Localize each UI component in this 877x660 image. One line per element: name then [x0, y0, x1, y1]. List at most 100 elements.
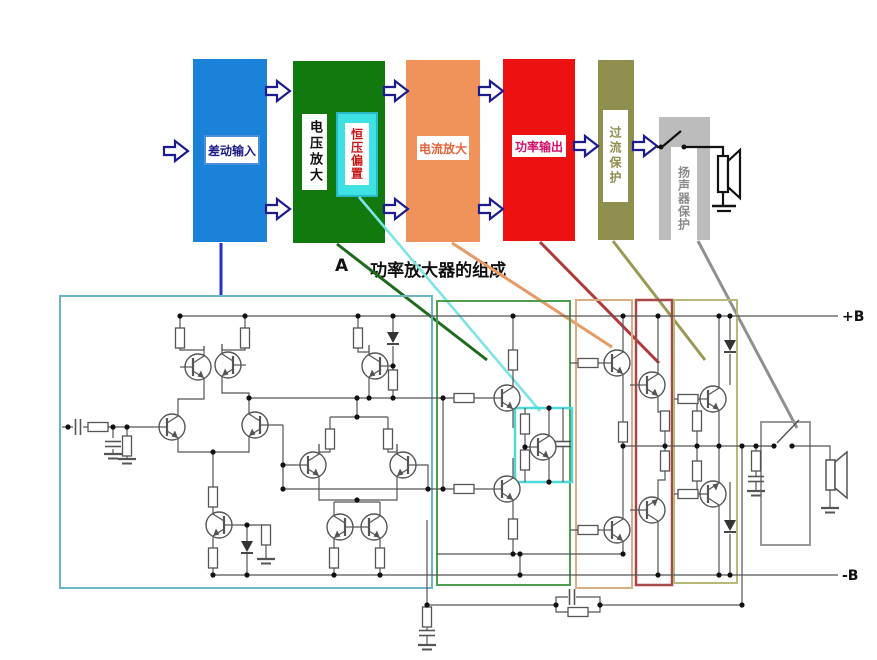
npn-transistor-icon	[213, 342, 248, 388]
capacitor-icon	[568, 588, 576, 606]
caption-text: 功率放大器的组成	[370, 261, 507, 281]
flow-arrow-icon	[631, 134, 659, 158]
resistor-icon	[453, 392, 475, 404]
wires-input-stage	[62, 316, 267, 575]
resistor-icon	[453, 483, 475, 495]
resistor-icon	[691, 460, 703, 482]
capacitor-icon	[747, 475, 765, 483]
diagram-caption: A 功率放大器的组成	[335, 256, 506, 281]
ground-icon	[116, 457, 138, 465]
block-current-amp-label: 电流放大	[417, 136, 469, 160]
resistor-icon	[750, 450, 762, 472]
block-current-amp-text: 电流放大	[418, 141, 467, 156]
npn-transistor-icon	[597, 507, 632, 553]
flow-arrow-icon	[264, 79, 292, 103]
block-power-output-label: 功率输出	[512, 135, 566, 157]
group-box-bias-circuit	[513, 406, 574, 484]
leader-overcurrent-protection	[611, 240, 707, 361]
resistor-icon	[324, 428, 336, 450]
resistor-icon	[659, 450, 671, 472]
ground-icon	[745, 489, 767, 497]
npn-transistor-icon	[325, 504, 360, 550]
positive-rail-label: +B	[842, 309, 864, 325]
capacitor-icon	[554, 440, 572, 448]
ground-icon	[255, 557, 277, 565]
resistor-icon	[567, 606, 589, 618]
resistor-icon	[87, 421, 109, 433]
resistor-icon	[352, 327, 364, 349]
npn-transistor-icon	[487, 466, 522, 512]
group-box-voltage-amp	[436, 300, 571, 586]
ground-icon	[712, 204, 736, 213]
npn-transistor-icon	[152, 404, 187, 450]
block-speaker-protection-label: 扬声器保护	[671, 147, 697, 249]
flow-arrow-icon	[264, 197, 292, 221]
npn-transistor-icon	[632, 487, 667, 533]
block-differential-input-text: 差动输入	[207, 143, 256, 158]
flow-arrow-icon	[382, 197, 410, 221]
resistor-icon	[387, 369, 399, 391]
resistor-icon	[174, 327, 186, 349]
resistor-icon	[239, 327, 251, 349]
capacitor-icon	[104, 440, 122, 448]
npn-transistor-icon	[293, 442, 328, 488]
capacitor-icon	[74, 418, 82, 436]
block-speaker-protection-text: 扬声器保护	[676, 165, 691, 231]
block-power-output: 功率输出	[503, 59, 575, 241]
npn-transistor-icon	[693, 376, 728, 422]
block-constant-voltage-bias: 恒压偏置	[336, 112, 378, 197]
leader-speaker-protection	[696, 240, 799, 429]
flow-arrow-icon	[477, 79, 505, 103]
power-rails: +B -B	[178, 309, 864, 584]
block-voltage-amp-text: 电压放大	[307, 120, 322, 184]
npn-transistor-icon	[240, 402, 275, 448]
block-speaker-protection: 扬声器保护	[659, 117, 710, 249]
group-box-power-output	[634, 298, 674, 587]
block-overcurrent-protection: 过流保护	[598, 60, 634, 240]
ground-icon	[819, 506, 841, 514]
capacitor-icon	[418, 629, 436, 637]
resistor-icon	[382, 428, 394, 450]
npn-transistor-icon	[354, 504, 389, 550]
resistor-icon	[659, 410, 671, 432]
npn-transistor-icon	[523, 424, 558, 470]
flow-arrow-icon	[382, 79, 410, 103]
schematic: +B -B	[59, 295, 864, 651]
npn-transistor-icon	[597, 340, 632, 386]
wires-output-network	[426, 446, 831, 644]
flow-arrow-icon	[162, 139, 190, 163]
wires-second-stage	[249, 316, 444, 575]
schematic-components	[74, 327, 848, 651]
group-box-differential-input	[59, 295, 433, 589]
flow-arrow-icon	[572, 134, 600, 158]
npn-transistor-icon	[204, 502, 239, 548]
resistor-icon	[328, 547, 340, 569]
resistor-icon	[677, 393, 699, 405]
block-constant-voltage-bias-text: 恒压偏置	[349, 128, 364, 180]
resistor-icon	[507, 518, 519, 540]
resistor-icon	[617, 421, 629, 443]
zener-diode-icon	[386, 331, 400, 345]
leader-power-output	[538, 240, 661, 365]
npn-transistor-icon	[693, 471, 728, 517]
resistor-icon	[577, 357, 599, 369]
resistor-icon	[519, 449, 531, 471]
block-power-output-text: 功率输出	[514, 139, 563, 154]
block-current-amp: 电流放大	[406, 60, 480, 242]
resistor-icon	[207, 486, 219, 508]
block-overcurrent-protection-label: 过流保护	[603, 110, 628, 202]
npn-transistor-icon	[487, 375, 522, 421]
wires-overcurrent	[674, 316, 731, 575]
negative-rail-label: -B	[842, 568, 858, 584]
resistor-icon	[577, 524, 599, 536]
resistor-icon	[677, 488, 699, 500]
block-differential-input-label: 差动输入	[204, 135, 260, 165]
block-overcurrent-protection-text: 过流保护	[608, 126, 622, 186]
resistor-icon	[374, 547, 386, 569]
wires-voltage-amp	[437, 316, 625, 575]
caption-index: A	[335, 256, 349, 276]
npn-transistor-icon	[360, 343, 395, 389]
block-constant-voltage-bias-label: 恒压偏置	[345, 123, 369, 185]
block-differential-input: 差动输入	[193, 59, 267, 242]
